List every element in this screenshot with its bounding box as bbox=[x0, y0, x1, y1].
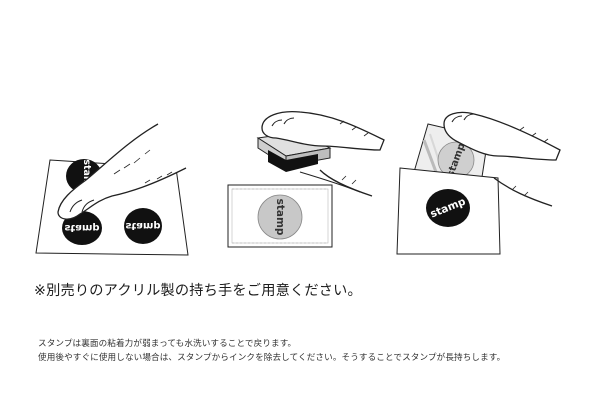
acrylic-block bbox=[256, 131, 332, 172]
stamp-label-top: stamp bbox=[81, 159, 92, 193]
panel-result: stamp stamp bbox=[396, 111, 561, 255]
stamp-circle-right: stamp bbox=[124, 208, 162, 244]
cat-paw-left bbox=[57, 123, 187, 220]
cat-paw-middle bbox=[261, 110, 385, 197]
stamp-label-bottom: stamp bbox=[64, 222, 99, 233]
panel-press-stamp: stamp bbox=[227, 110, 385, 248]
stamp-circle-bottom: stamp bbox=[62, 211, 102, 245]
stamp-label-middle: stamp bbox=[274, 199, 286, 236]
usage-illustration: stamp stamp stamp bbox=[35, 110, 561, 256]
stamp-circle-middle: stamp bbox=[257, 194, 303, 240]
stamp-circle-sheet: stamp bbox=[437, 141, 475, 179]
description-line-1: スタンプは裏面の粘着力が弱まっても水洗いすることで戻ります。 bbox=[38, 339, 297, 349]
panel-peel-stamps: stamp stamp stamp bbox=[35, 123, 189, 256]
description-line-2: 使用後やすぐに使用しない場合は、スタンプからインクを除去してください。そうするこ… bbox=[38, 353, 506, 363]
stamp-circle-result: stamp bbox=[426, 189, 470, 227]
note-acrylic-holder: ※別売りのアクリル製の持ち手をご用意ください。 bbox=[34, 283, 362, 299]
stamp-label-right: stamp bbox=[125, 220, 160, 231]
cat-paw-right bbox=[443, 111, 561, 207]
